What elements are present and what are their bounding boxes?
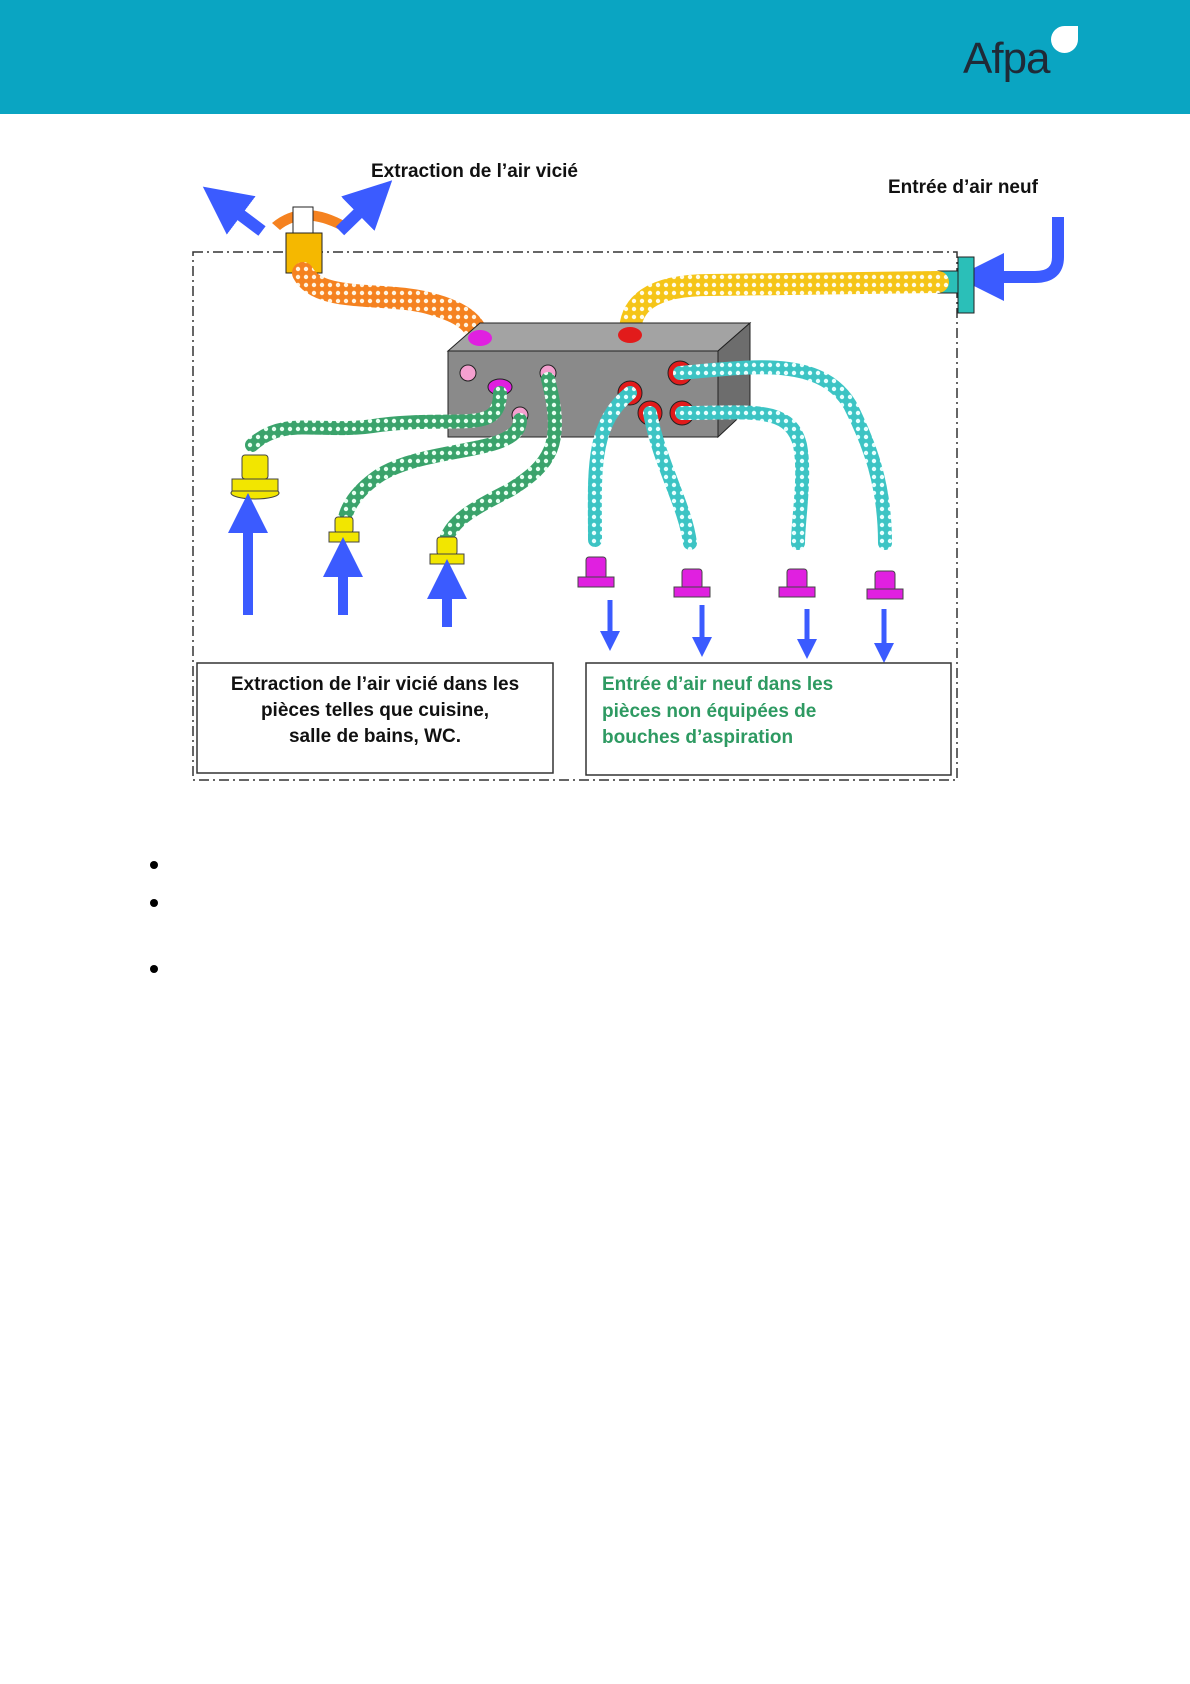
- extract-vent-1: [231, 455, 279, 499]
- supply-vent-2: [674, 569, 710, 597]
- bullet-3: [150, 965, 158, 973]
- bullet-2: [150, 899, 158, 907]
- right-caption-line-3: bouches d’aspiration: [602, 727, 793, 748]
- exhaust-arrow-left: [222, 201, 262, 231]
- header-bar: Afpa: [0, 0, 1190, 114]
- label-intake: Entrée d’air neuf: [888, 177, 1039, 198]
- extraction-duct: [303, 273, 478, 345]
- logo-text: Afpa: [963, 34, 1050, 84]
- extract-vent-2: [329, 517, 359, 542]
- label-extraction: Extraction de l’air vicié: [371, 161, 578, 182]
- supply-vent-4: [867, 571, 903, 599]
- exhaust-fan: [272, 207, 348, 273]
- exhaust-arrow-right: [340, 197, 375, 231]
- supply-vent-1: [578, 557, 614, 587]
- supply-vent-3: [779, 569, 815, 597]
- intake-arrow: [980, 217, 1058, 277]
- bullet-1: [150, 861, 158, 869]
- extract-vent-3: [430, 537, 464, 564]
- left-caption-line-1: Extraction de l’air vicié dans les: [231, 674, 519, 695]
- right-caption-line-1: Entrée d’air neuf dans les: [602, 674, 833, 695]
- logo-leaf-icon: [1051, 26, 1078, 53]
- ventilation-diagram: Extraction de l’air vicié Entrée d’air n…: [190, 145, 1090, 795]
- left-caption-line-2: pièces telles que cuisine,: [261, 700, 489, 721]
- afpa-logo: Afpa: [963, 26, 1083, 90]
- right-caption-line-2: pièces non équipées de: [602, 701, 816, 722]
- left-caption-line-3: salle de bains, WC.: [289, 726, 461, 747]
